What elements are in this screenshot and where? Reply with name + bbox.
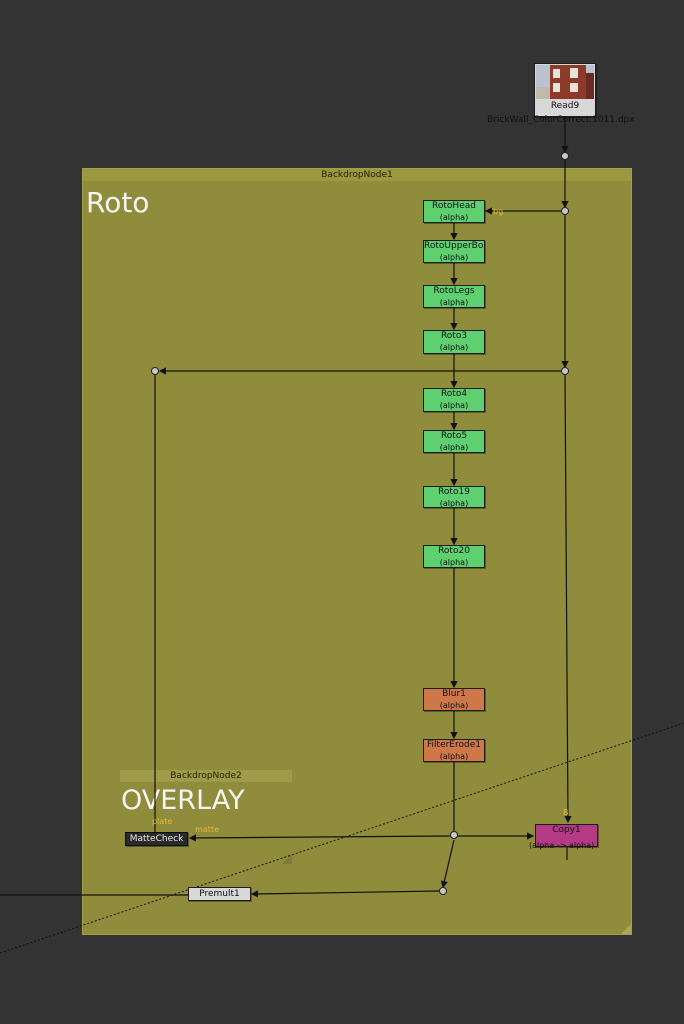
dot-node[interactable] xyxy=(151,367,159,375)
viewer-pipe xyxy=(0,722,684,954)
node-name: Copy1 xyxy=(552,825,581,835)
node-name: MatteCheck xyxy=(129,834,184,844)
blur-node[interactable]: Blur1 (alpha) xyxy=(423,688,485,711)
copy-channel-label: (alpha -> alpha) xyxy=(529,841,595,850)
input-label-bg: bg xyxy=(493,207,504,216)
read-file-label: BrickWall_ColorCorrect.1011.dpx xyxy=(487,115,635,125)
node-channel: (alpha) xyxy=(439,253,469,262)
dot-node[interactable] xyxy=(561,367,569,375)
premult-node[interactable]: Premult1 xyxy=(188,887,251,901)
backdrop-resize-handle[interactable] xyxy=(282,854,292,864)
dot-node[interactable] xyxy=(450,831,458,839)
backdrop-node-overlay[interactable]: BackdropNode2 OVERLAY xyxy=(120,770,292,864)
node-channel: (alpha) xyxy=(439,752,469,761)
node-channel: (alpha) xyxy=(439,499,469,508)
node-name: RotoUpperBody xyxy=(424,241,484,251)
node-channel: (alpha) xyxy=(439,443,469,452)
backdrop-node-roto[interactable]: BackdropNode1 Roto xyxy=(82,168,632,935)
roto-node-roto20[interactable]: Roto20 (alpha) xyxy=(423,545,485,568)
read-thumbnail-image xyxy=(536,65,594,99)
backdrop-label: OVERLAY xyxy=(121,785,245,816)
node-name: RotoLegs xyxy=(433,286,475,296)
roto-node-roto4[interactable]: Roto4 (alpha) xyxy=(423,388,485,412)
roto-node-roto5[interactable]: Roto5 (alpha) xyxy=(423,430,485,453)
backdrop-label: Roto xyxy=(86,186,150,219)
input-label-matte: matte xyxy=(195,825,219,834)
node-name: Roto4 xyxy=(440,389,468,399)
dot-node[interactable] xyxy=(561,152,569,160)
node-name: Roto19 xyxy=(438,487,470,497)
roto-node-roto19[interactable]: Roto19 (alpha) xyxy=(423,486,485,508)
node-name: Premult1 xyxy=(199,889,240,899)
copy-node[interactable]: Copy1 xyxy=(535,824,598,847)
node-channel: (alpha) xyxy=(439,343,469,352)
roto-node-rotolegs[interactable]: RotoLegs (alpha) xyxy=(423,285,485,308)
node-name: Blur1 xyxy=(442,689,466,699)
node-name: Read9 xyxy=(550,101,580,111)
dot-node[interactable] xyxy=(439,887,447,895)
read-node[interactable]: Read9 xyxy=(534,63,596,117)
backdrop-title: BackdropNode1 xyxy=(83,169,631,181)
backdrop-resize-handle[interactable] xyxy=(621,924,631,934)
roto-node-rotohead[interactable]: RotoHead (alpha) xyxy=(423,200,485,223)
node-channel: (alpha) xyxy=(439,298,469,307)
dot-node[interactable] xyxy=(561,207,569,215)
node-name: Roto20 xyxy=(438,546,470,556)
node-channel: (alpha) xyxy=(439,213,469,222)
input-label-b: B xyxy=(563,808,569,817)
node-name: Roto3 xyxy=(440,331,468,341)
node-name: FilterErode1 xyxy=(427,740,481,750)
node-channel: (alpha) xyxy=(439,558,469,567)
node-name: Roto5 xyxy=(440,431,468,441)
mattecheck-node[interactable]: MatteCheck xyxy=(125,832,188,846)
node-name: RotoHead xyxy=(432,201,476,211)
node-channel: (alpha) xyxy=(439,401,469,410)
roto-node-rotoupperbody[interactable]: RotoUpperBody (alpha) xyxy=(423,240,485,263)
backdrop-title: BackdropNode2 xyxy=(120,770,292,782)
roto-node-roto3[interactable]: Roto3 (alpha) xyxy=(423,330,485,354)
input-label-plate: plate xyxy=(152,817,173,826)
node-channel: (alpha) xyxy=(439,701,469,710)
filtererode-node[interactable]: FilterErode1 (alpha) xyxy=(423,739,485,762)
